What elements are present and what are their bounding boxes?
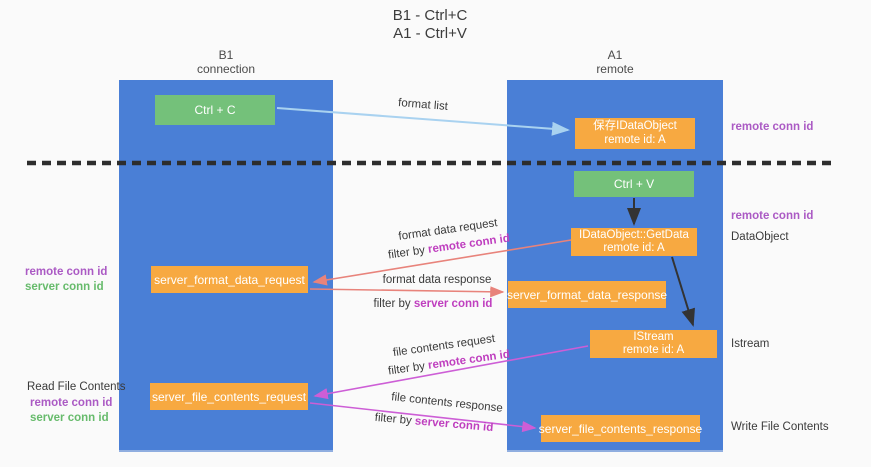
server-conn-id-emphasis: server conn id [413,298,493,310]
file-contents-response-arrow [309,402,537,433]
ctrl-v-node: Ctrl + V [574,171,694,197]
title-line-1: B1 - Ctrl+C [392,7,468,24]
lifeline-header-b1: B1 connection [119,48,333,76]
filter-by-text: filter by [373,298,414,310]
left-server-conn-id-annotation: server conn id [25,281,104,293]
diagram-title: B1 - Ctrl+C A1 - Ctrl+V [0,7,860,43]
istream-node: IStream remote id: A [590,330,717,358]
istream-annotation: Istream [731,338,770,350]
server-file-contents-request-label: server_file_contents_request [151,389,307,404]
lifeline-a1-name: A1 [607,48,623,62]
ctrl-c-label: Ctrl + C [194,103,236,117]
format-data-response-arrow [309,286,505,298]
write-file-contents-annotation: Write File Contents [731,421,829,433]
lifeline-header-a1: A1 remote [507,48,723,76]
title-line-2: A1 - Ctrl+V [393,25,467,42]
dataobject-annotation: DataObject [731,231,789,243]
getdata-node: IDataObject::GetData remote id: A [571,228,697,256]
server-format-data-response-label: server_format_data_response [506,287,668,302]
ctrl-c-node: Ctrl + C [155,95,275,125]
remote-conn-id-annotation-top: remote conn id [731,121,814,133]
istream-line2: remote id: A [622,344,685,356]
read-file-contents-annotation: Read File Contents [27,381,126,393]
lifeline-b1-role: connection [196,62,256,76]
remote-conn-id-annotation-mid: remote conn id [731,210,814,222]
format-list-arrow [276,107,570,136]
file-contents-request-arrow [313,345,589,400]
format-data-response-filter-label: filter by server conn id [374,298,493,310]
left-bottom-server-conn-id-annotation: server conn id [30,412,109,424]
format-data-response-label: format data response [382,274,492,286]
getdata-line1: IDataObject::GetData [579,228,689,241]
lifeline-b1-name: B1 [218,48,234,62]
server-format-data-request-node: server_format_data_request [151,266,308,293]
save-idataobject-line2: remote id: A [604,133,666,146]
ctrl-v-label: Ctrl + V [613,177,655,191]
server-format-data-response-node: server_format_data_response [506,281,668,308]
format-data-request-arrow [312,239,572,286]
getdata-line2: remote id: A [603,242,665,254]
server-file-contents-response-node: server_file_contents_response [538,415,703,442]
left-bottom-remote-conn-id-annotation: remote conn id [30,397,113,409]
left-remote-conn-id-annotation: remote conn id [25,266,108,278]
lifeline-a1-role: remote [596,62,634,76]
server-file-contents-request-node: server_file_contents_request [150,383,308,410]
server-file-contents-response-label: server_file_contents_response [538,421,703,436]
getdata-to-istream-arrow [671,256,695,327]
save-idataobject-line1: 保存IDataObject [593,120,677,132]
istream-line1: IStream [633,330,674,343]
save-idataobject-node: 保存IDataObject remote id: A [575,118,695,149]
server-format-data-request-label: server_format_data_request [154,272,305,287]
